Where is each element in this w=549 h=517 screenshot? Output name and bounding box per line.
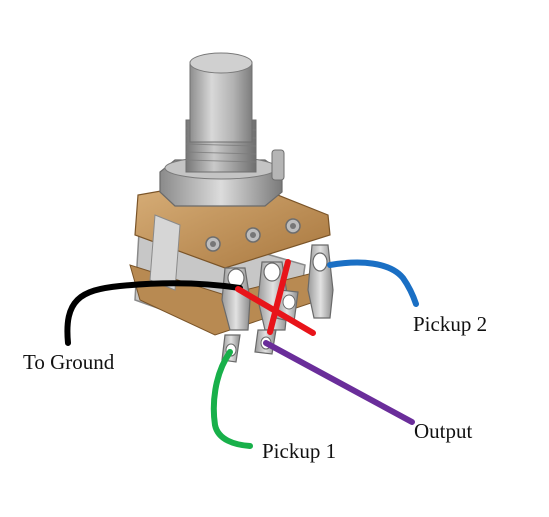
shaft-top	[189, 52, 253, 74]
ground-wire	[64, 280, 243, 346]
side-flange	[149, 214, 181, 291]
lug-3	[307, 244, 334, 319]
rivet	[290, 223, 296, 229]
rivet	[250, 232, 256, 238]
potentiometer	[129, 52, 334, 363]
pickup1-wire	[210, 349, 253, 449]
lug-1	[221, 267, 251, 363]
shaft	[189, 61, 253, 143]
jumper-wire-red	[267, 259, 291, 335]
output-label: Output	[414, 419, 473, 443]
pickup1-label: Pickup 1	[262, 439, 336, 463]
pickup2-label: Pickup 2	[413, 312, 487, 336]
anti-rotation-tab	[271, 149, 285, 181]
rivet	[210, 241, 216, 247]
output-wire	[263, 340, 415, 425]
ground-label: To Ground	[23, 350, 115, 374]
pickup2-wire	[327, 259, 419, 307]
